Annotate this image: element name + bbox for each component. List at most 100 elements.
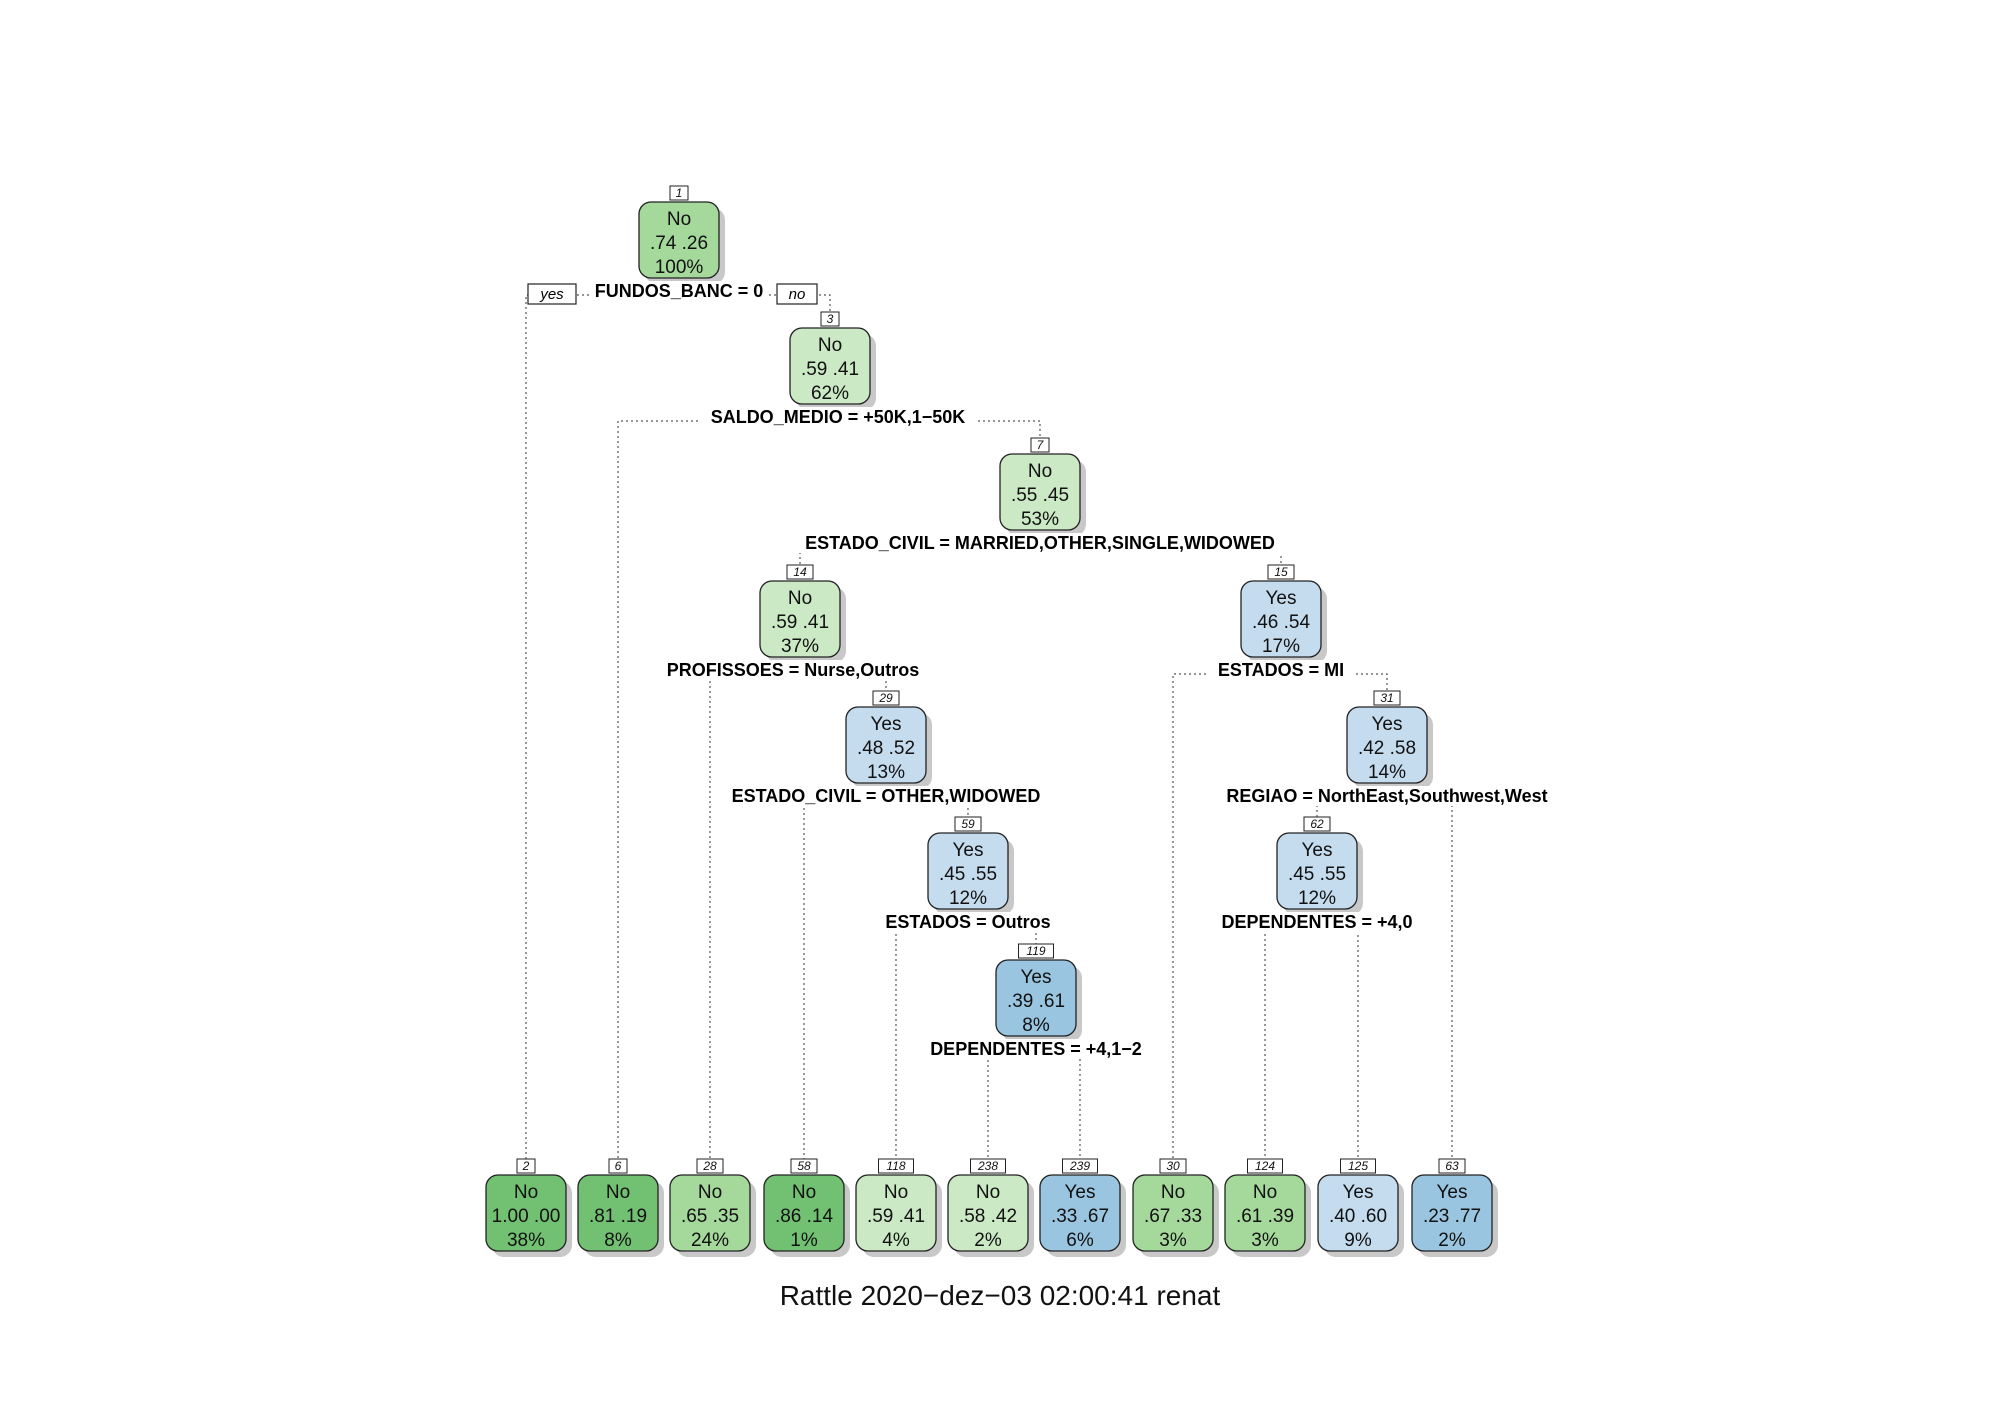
yes-label: yes <box>539 286 564 303</box>
split-label-59: ESTADOS = Outros <box>885 912 1050 932</box>
edge-62-124 <box>1264 925 1317 1159</box>
node-class: Yes <box>953 840 984 861</box>
split-label-29: ESTADO_CIVIL = OTHER,WIDOWED <box>732 786 1041 806</box>
split-label-bg <box>794 533 1286 553</box>
split-label-3: SALDO_MEDIO = +50K,1−50K <box>711 407 966 427</box>
node-number: 239 <box>1069 1159 1090 1173</box>
node-number: 14 <box>793 565 807 579</box>
node-percentage: 53% <box>1021 509 1059 530</box>
node-number-box <box>786 564 814 580</box>
split-labels: FUNDOS_BANC = 0 SALDO_MEDIO = +50K,1−50K E… <box>590 281 1577 1059</box>
node-probabilities: .40 .60 <box>1329 1206 1387 1227</box>
node-number: 238 <box>977 1159 998 1173</box>
node-number-box <box>1159 1158 1187 1174</box>
node-class: Yes <box>1343 1182 1374 1203</box>
node-percentage: 100% <box>655 257 704 278</box>
no-label-box <box>776 283 818 305</box>
node-number: 1 <box>676 186 683 200</box>
node-number: 30 <box>1166 1159 1180 1173</box>
node-number-box <box>878 1158 914 1174</box>
split-label-bg <box>698 407 978 427</box>
node-probabilities: .86 .14 <box>775 1206 834 1227</box>
node-box <box>927 832 1009 910</box>
node-class: No <box>1253 1182 1277 1203</box>
node-class: No <box>788 588 812 609</box>
split-label-bg <box>648 660 938 680</box>
split-label-14: PROFISSOES = Nurse,Outros <box>667 660 920 680</box>
node-number: 118 <box>886 1159 905 1173</box>
node-number-box <box>696 1158 724 1174</box>
node-box <box>763 1174 845 1252</box>
node-number-box <box>954 816 982 832</box>
node-percentage: 14% <box>1368 762 1406 783</box>
node-percentage: 24% <box>691 1230 729 1251</box>
node-probabilities: .45 .55 <box>939 864 997 885</box>
tree-edges <box>525 294 1453 1159</box>
node-class: No <box>514 1182 538 1203</box>
node-box <box>1346 706 1428 784</box>
node-number: 2 <box>522 1159 530 1173</box>
split-label-bg <box>590 281 768 301</box>
node-number: 31 <box>1380 691 1393 705</box>
branch-direction-labels: yes no <box>527 283 818 305</box>
node-box <box>947 1174 1029 1252</box>
edge-1-2 <box>525 294 679 1159</box>
node-percentage: 8% <box>604 1230 632 1251</box>
edge-3-7 <box>838 420 1041 438</box>
node-number-box <box>820 311 840 327</box>
node-class: Yes <box>1302 840 1333 861</box>
node-probabilities: .58 .42 <box>959 1206 1017 1227</box>
no-label: no <box>789 286 806 303</box>
node-box <box>995 959 1077 1037</box>
node-probabilities: .59 .41 <box>801 359 859 380</box>
node-probabilities: .55 .45 <box>1011 485 1069 506</box>
split-label-bg <box>1211 912 1423 932</box>
node-class: No <box>884 1182 908 1203</box>
node-box <box>1411 1174 1493 1252</box>
node-class: Yes <box>1021 967 1052 988</box>
node-number: 3 <box>827 312 834 326</box>
node-number-box <box>516 1158 536 1174</box>
node-probabilities: .67 .33 <box>1144 1206 1202 1227</box>
node-percentage: 1% <box>790 1230 818 1251</box>
node-number-box <box>608 1158 628 1174</box>
node-number-box <box>1018 943 1054 959</box>
node-percentage: 8% <box>1022 1015 1050 1036</box>
node-class: Yes <box>1437 1182 1468 1203</box>
node-number: 62 <box>1310 817 1324 831</box>
node-number: 29 <box>878 691 893 705</box>
node-class: No <box>818 335 842 356</box>
node-percentage: 6% <box>1066 1230 1094 1251</box>
node-probabilities: .23 .77 <box>1423 1206 1481 1227</box>
node-box <box>845 706 927 784</box>
node-class: No <box>1028 461 1052 482</box>
node-box <box>485 1174 567 1252</box>
node-probabilities: .59 .41 <box>771 612 829 633</box>
node-number: 6 <box>615 1159 622 1173</box>
split-label-1: FUNDOS_BANC = 0 <box>595 281 764 301</box>
tree-node-6: 6No.81 .198% <box>577 1158 664 1257</box>
node-number-box <box>872 690 900 706</box>
node-number: 63 <box>1445 1159 1459 1173</box>
split-label-31: REGIAO = NorthEast,Southwest,West <box>1226 786 1547 806</box>
node-number-box <box>1267 564 1295 580</box>
node-box <box>855 1174 937 1252</box>
node-class: No <box>976 1182 1000 1203</box>
node-percentage: 13% <box>867 762 905 783</box>
node-number: 124 <box>1255 1159 1275 1173</box>
